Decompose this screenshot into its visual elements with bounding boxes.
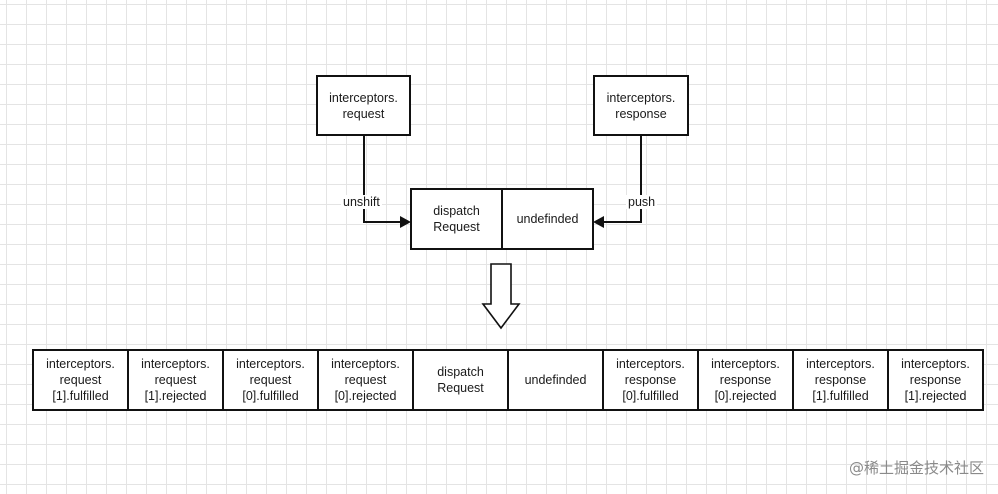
chain-req-0-rejected-label: interceptors. request [0].rejected	[331, 357, 400, 403]
push-connector	[602, 135, 642, 223]
chain-undefined-label: undefinded	[524, 373, 587, 387]
chain-req-1-fulfilled-label: interceptors. request [1].fulfilled	[46, 357, 115, 403]
transform-down-arrow	[481, 263, 521, 330]
unshift-connector	[363, 135, 402, 223]
push-arrowhead	[593, 216, 604, 228]
chain-dispatch-request-cell	[412, 349, 509, 411]
chain-res-1-rejected-cell	[887, 349, 984, 411]
chain-req-0-rejected-cell	[317, 349, 414, 411]
interceptors-response-box	[593, 75, 689, 136]
chain-req-0-fulfilled-label: interceptors. request [0].fulfilled	[236, 357, 305, 403]
unshift-label: unshift	[341, 195, 382, 209]
chain-res-0-rejected-cell	[697, 349, 794, 411]
chain-req-1-rejected-cell	[127, 349, 224, 411]
undefined-label: undefinded	[516, 212, 579, 226]
chain-res-0-rejected-label: interceptors. response [0].rejected	[711, 357, 780, 403]
dispatch-request-label: dispatch Request	[433, 204, 480, 234]
push-label: push	[626, 195, 658, 209]
watermark: @稀土掘金技术社区	[848, 459, 984, 477]
chain-req-0-fulfilled-cell	[222, 349, 319, 411]
chain-row	[32, 349, 984, 411]
interceptors-request-label: interceptors. request	[329, 90, 398, 121]
unshift-arrowhead	[400, 216, 411, 228]
chain-req-1-fulfilled-cell	[32, 349, 129, 411]
chain-res-1-fulfilled-label: interceptors. response [1].fulfilled	[806, 357, 875, 403]
chain-res-1-rejected-label: interceptors. response [1].rejected	[901, 357, 970, 403]
chain-dispatch-request-label: dispatch Request	[437, 365, 484, 395]
chain-res-0-fulfilled-cell	[602, 349, 699, 411]
interceptors-request-box	[316, 75, 411, 136]
chain-res-0-fulfilled-label: interceptors. response [0].fulfilled	[616, 357, 685, 403]
chain-req-1-rejected-label: interceptors. request [1].rejected	[141, 357, 210, 403]
chain-res-1-fulfilled-cell	[792, 349, 889, 411]
interceptors-response-label: interceptors. response	[606, 90, 676, 121]
